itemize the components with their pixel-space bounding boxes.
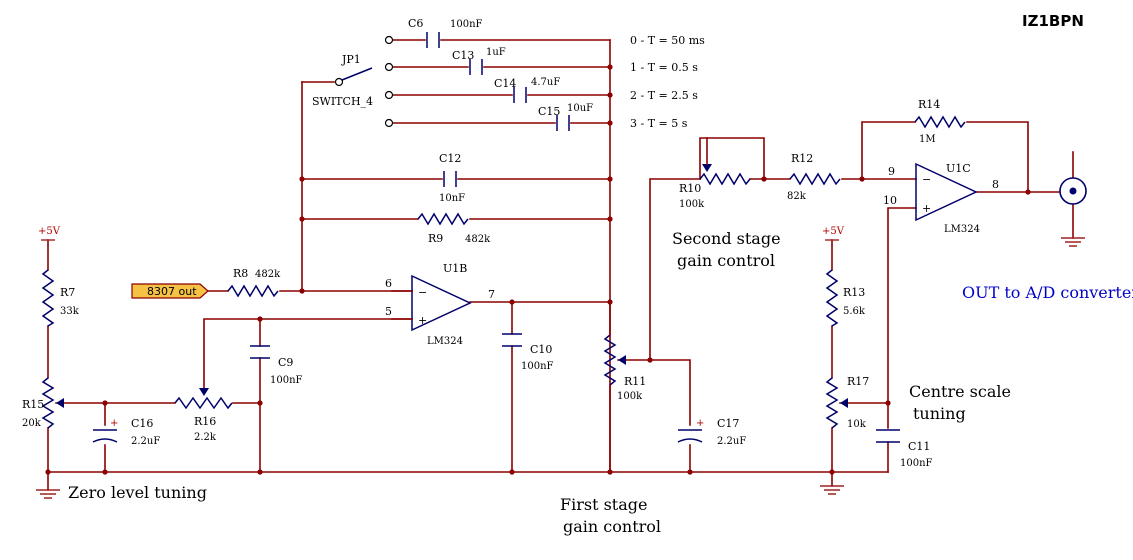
r12-value: 82k — [787, 191, 807, 202]
r10-value: 100k — [679, 199, 705, 210]
power-plus5-left: +5V — [38, 226, 61, 237]
c16-value: 2.2uF — [131, 436, 160, 447]
opamp-u1c: − + 9 10 8 U1C LM324 — [883, 162, 999, 235]
wires — [47, 39, 1074, 491]
c13-value: 1uF — [486, 47, 506, 58]
jp1-name: SWITCH_4 — [312, 95, 373, 108]
r17-ref: R17 — [847, 375, 869, 388]
r8-value: 482k — [255, 269, 281, 280]
centre-scale-line2: tuning — [913, 404, 966, 423]
c16-ref: C16 — [131, 417, 153, 430]
c16-plus: + — [110, 418, 118, 429]
annotations: IZ1BPN Zero level tuning First stage gai… — [68, 12, 1133, 536]
u1c-ref: U1C — [946, 162, 971, 175]
capacitor-polarity: + + — [110, 418, 704, 429]
u1c-pin-noninv: 10 — [883, 194, 897, 207]
u1c-plus: + — [922, 202, 931, 215]
ground-symbols — [36, 228, 1085, 499]
first-stage-line1: First stage — [560, 495, 647, 514]
time-constants: 0 - T = 50 ms 1 - T = 0.5 s 2 - T = 2.5 … — [630, 34, 705, 130]
c17-value: 2.2uF — [717, 436, 746, 447]
r10-ref: R10 — [679, 182, 701, 195]
c9-value: 100nF — [270, 375, 303, 386]
output-note: OUT to A/D converter — [962, 283, 1133, 302]
input-tag: 8307 out — [131, 283, 209, 299]
r16-ref: R16 — [194, 415, 216, 428]
zero-level-note: Zero level tuning — [68, 483, 207, 502]
u1b-part: LM324 — [427, 336, 463, 347]
capacitor-symbols — [92, 32, 900, 443]
c12-ref: C12 — [439, 152, 461, 165]
u1b-pin-out: 7 — [488, 288, 495, 301]
u1b-minus: − — [418, 286, 427, 299]
c15-value: 10uF — [567, 103, 593, 114]
c15-ref: C15 — [538, 105, 560, 118]
opamp-u1b: − + 6 5 7 U1B LM324 — [385, 262, 495, 347]
first-stage-line2: gain control — [563, 517, 661, 536]
u1c-minus: − — [922, 173, 931, 186]
u1b-plus: + — [418, 314, 427, 327]
r8-ref: R8 — [233, 267, 248, 280]
u1c-part: LM324 — [944, 224, 980, 235]
r11-ref: R11 — [624, 375, 646, 388]
tc-3: 3 - T = 5 s — [630, 117, 688, 130]
c9-ref: C9 — [278, 356, 293, 369]
c11-value: 100nF — [900, 458, 933, 469]
r15-ref: R15 — [22, 398, 44, 411]
r14-ref: R14 — [918, 98, 940, 111]
second-stage-line1: Second stage — [672, 229, 781, 248]
r7-ref: R7 — [60, 286, 75, 299]
c13-ref: C13 — [452, 49, 474, 62]
u1b-ref: U1B — [443, 262, 467, 275]
c14-value: 4.7uF — [531, 77, 560, 88]
jp1-ref: JP1 — [341, 53, 361, 66]
second-stage-line2: gain control — [677, 251, 775, 270]
u1c-pin-out: 8 — [992, 178, 999, 191]
input-label: 8307 out — [147, 285, 197, 298]
c14-ref: C14 — [494, 77, 516, 90]
switch-jp1: JP1 SWITCH_4 — [312, 35, 394, 128]
c10-value: 100nF — [521, 361, 554, 372]
c10-ref: C10 — [530, 343, 552, 356]
component-labels: C6 100nF C13 1uF C14 4.7uF C15 10uF C12 … — [22, 17, 940, 469]
r14-value: 1M — [919, 134, 936, 145]
tc-2: 2 - T = 2.5 s — [630, 89, 698, 102]
r16-value: 2.2k — [194, 432, 217, 443]
junctions — [45, 64, 1031, 475]
r9-ref: R9 — [428, 232, 443, 245]
u1c-pin-inv: 9 — [888, 165, 895, 178]
r11-value: 100k — [617, 391, 643, 402]
c17-ref: C17 — [717, 417, 739, 430]
c6-ref: C6 — [408, 17, 423, 30]
r15-value: 20k — [22, 418, 42, 429]
u1b-pin-inv: 6 — [385, 277, 392, 290]
r13-ref: R13 — [843, 286, 865, 299]
power-plus5-right: +5V — [822, 226, 845, 237]
c6-value: 100nF — [450, 19, 483, 30]
power-rails: +5V +5V — [38, 226, 845, 241]
callsign: IZ1BPN — [1022, 12, 1084, 30]
c12-value: 10nF — [439, 193, 465, 204]
resistor-symbols — [41, 115, 966, 473]
u1b-pin-noninv: 5 — [385, 305, 392, 318]
centre-scale-line1: Centre scale — [909, 382, 1011, 401]
tc-0: 0 - T = 50 ms — [630, 34, 705, 47]
pot-wipers — [56, 137, 848, 408]
r17-value: 10k — [847, 419, 867, 430]
r9-value: 482k — [465, 234, 491, 245]
tc-1: 1 - T = 0.5 s — [630, 61, 698, 74]
c11-ref: C11 — [908, 440, 930, 453]
c17-plus: + — [696, 418, 704, 429]
output-connector — [1059, 177, 1087, 205]
r7-value: 33k — [60, 306, 80, 317]
r13-value: 5.6k — [843, 306, 866, 317]
r12-ref: R12 — [791, 152, 813, 165]
